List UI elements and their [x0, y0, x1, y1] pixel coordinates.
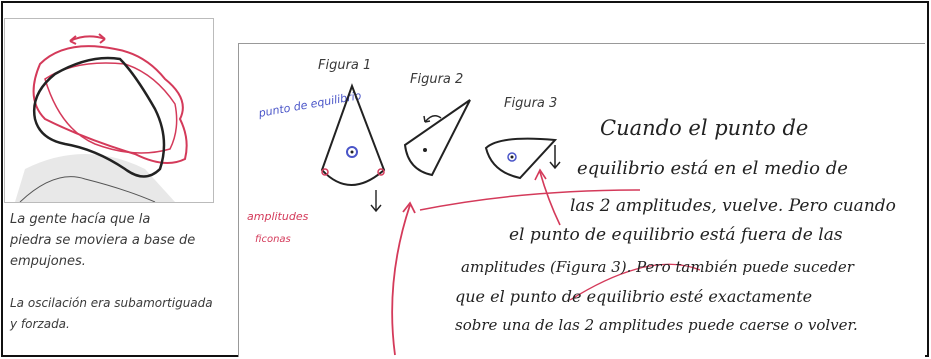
- figure-1-center-icon: [346, 146, 358, 158]
- figure-1-left-contact: [321, 168, 329, 176]
- figure-1-cone: [320, 83, 386, 186]
- explanation-panel: [238, 43, 925, 357]
- figure-2-dot: [423, 148, 427, 152]
- ground-shading: [15, 154, 175, 202]
- red-curve-lower: [569, 263, 701, 301]
- figure-1-down-arrow: [370, 190, 382, 213]
- red-arrowhead-figure-2: [402, 201, 416, 214]
- figure-1-label: Figura 1: [318, 58, 372, 73]
- left-note-line2: piedra se moviera a base de: [10, 233, 196, 248]
- main-text-line2: equilibrio está en el medio de: [577, 158, 848, 179]
- figure-2-label: Figura 2: [410, 72, 464, 87]
- red-line-under-text: [419, 189, 641, 211]
- figure-3-arrow: [549, 145, 561, 170]
- figure-3-dot: [510, 155, 514, 159]
- rock-arrowheads: [69, 33, 106, 45]
- main-text-line4: el punto de equilibrio está fuera de las: [509, 225, 843, 245]
- left-note-line5: y forzada.: [10, 317, 70, 331]
- left-note-line3: empujones.: [10, 254, 86, 269]
- main-text-line3: las 2 amplitudes, vuelve. Pero cuando: [570, 196, 896, 216]
- stone-sketch: [15, 33, 188, 202]
- left-note-line4: La oscilación era subamortiguada: [10, 296, 213, 310]
- figure-2-shape: [403, 99, 471, 177]
- figure-2-arrowhead: [423, 115, 431, 123]
- amplitudes-sub-note: ficonas: [255, 234, 291, 245]
- main-text-line6: que el punto de equilibrio esté exactame…: [455, 287, 813, 306]
- figure-3-label: Figura 3: [504, 96, 558, 111]
- main-text-line7: sobre una de las 2 amplitudes puede caer…: [455, 316, 858, 334]
- stone-sketch-panel: [4, 18, 214, 203]
- main-text-line5: amplitudes (Figura 3). Pero también pued…: [461, 258, 854, 276]
- red-arrow-figure-2: [391, 204, 411, 356]
- amplitudes-note: amplitudes: [247, 210, 309, 223]
- main-text-line1: Cuando el punto de: [600, 116, 809, 140]
- figure-2-arrow: [424, 115, 442, 123]
- figure-3-center-icon: [507, 152, 517, 162]
- figure-1-dot: [350, 150, 354, 154]
- figure-1-right-contact: [377, 168, 385, 176]
- left-note-line1: La gente hacía que la: [10, 212, 151, 227]
- red-arrow-figure-3: [539, 171, 561, 226]
- red-outline-2: [44, 62, 178, 154]
- red-outline-1: [32, 45, 188, 164]
- figure-3-shape: [484, 137, 558, 180]
- black-outline: [32, 56, 166, 178]
- red-arrowhead-figure-3: [534, 168, 547, 181]
- ground-line: [19, 176, 156, 202]
